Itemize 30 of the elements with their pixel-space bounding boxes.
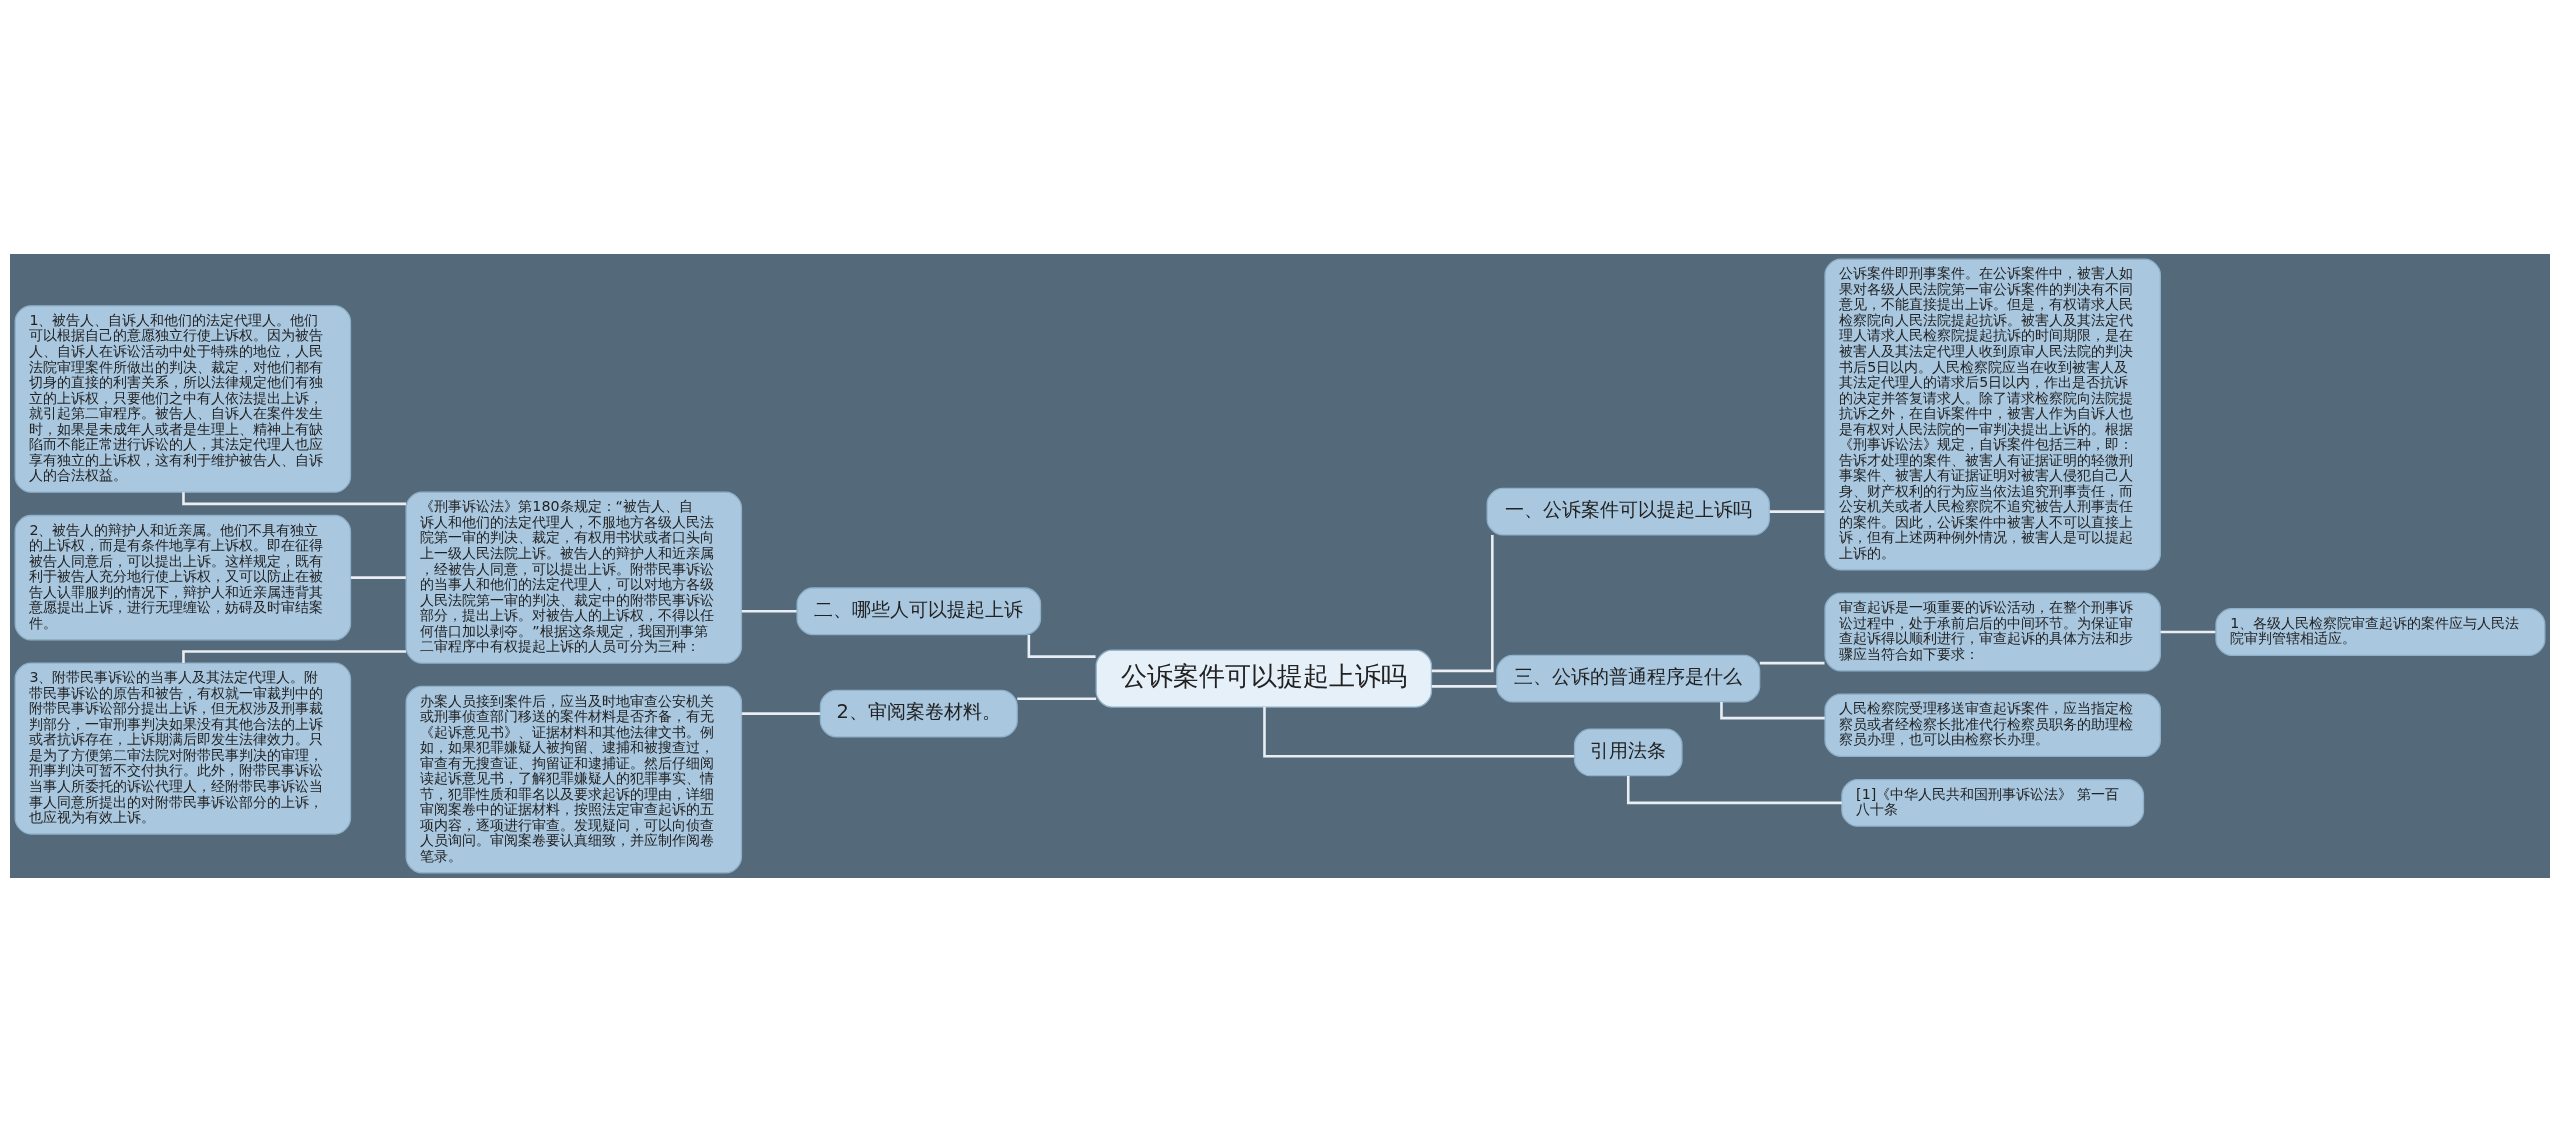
connector <box>182 491 406 505</box>
connector <box>1431 684 1497 688</box>
node-box: 公诉案件即刑事案件。在公诉案件中，被害人如果对各级人民法院第一审公诉案件的判决有不同意见，不能直接提出上诉。但是，有权请求人民检察院向人民法院提起抗诉。被害人及其法定代理人请求人民检察院提起抗诉的时间期限，是在被害人及其法定代理人收到原审人民法院的判决书后5日以内。人民检察院应当在收到被害人及其法定代理人的请求后5日以内，作出是否抗诉的决定并答复请求人。除了请求检察院向法院提抗诉之外，在自诉案件中，被害人作为自诉人也是有权对人民法院的一审判决提出上诉的。根据《刑事诉讼法》规定，自诉案件包括三种，即：告诉才处理的案件、被害人有证据证明的轻微刑事案件、被害人有证据证明对被害人侵犯自己人身、财产权利的行为应当依法追究刑事责任，而公安机关或者人民检察院不追究被告人刑事责任的案件。因此，公诉案件中被害人不可以直接上诉，但有上述两种例外情况，被害人是可以提起上诉的。 <box>1824 258 2161 571</box>
connector <box>1431 534 1494 672</box>
node-box: 一、公诉案件可以提起上诉吗 <box>1486 487 1770 536</box>
node-box: 2、被告人的辩护人和近亲属。他们不具有独立的上诉权，而是有条件地享有上诉权。即在征得被告人同意后，可以提出上诉。这样规定，既有利于被告人充分地行使上诉权，又可以防止在被告人认罪服判的情况下，辩护人和近亲属违背其意愿提出上诉，进行无理缠讼，妨碍及时审结案件。 <box>14 514 352 640</box>
connector <box>2160 630 2216 633</box>
node-box: 引用法条 <box>1573 727 1683 776</box>
connector <box>741 711 821 715</box>
node-box: 审查起诉是一项重要的诉讼活动，在整个刑事诉讼过程中，处于承前启后的中间环节。为保证审查起诉得以顺利进行，审查起诉的具体方法和步骤应当符合如下要求： <box>1824 592 2161 671</box>
connector <box>182 649 406 663</box>
node-box: 人民检察院受理移送审查起诉案件，应当指定检察员或者经检察长批准代行检察员职务的助理检察员办理，也可以由检察长办理。 <box>1824 693 2161 757</box>
node-box: 办案人员接到案件后，应当及时地审查公安机关或刑事侦查部门移送的案件材料是否齐备，有无《起诉意见书》、证据材料和其他法律文书。例如，如果犯罪嫌疑人被拘留、逮捕和被搜查过，审查有无搜查证、拘留证和逮捕证。然后仔细阅读起诉意见书，了解犯罪嫌疑人的犯罪事实、情节，犯罪性质和罪名以及要求起诉的理由，详细审阅案卷中的证据材料，按照法定审查起诉的五项内容，逐项进行审查。发现疑问，可以向侦查人员询问。审阅案卷要认真细致，并应制作阅卷笔录。 <box>405 685 743 873</box>
node-box: 三、公诉的普通程序是什么 <box>1496 654 1761 703</box>
connector <box>1017 696 1097 700</box>
connector <box>1027 634 1096 658</box>
node-box: 二、哪些人可以提起上诉 <box>796 586 1042 635</box>
node-box: 1、被告人、自诉人和他们的法定代理人。他们可以根据自己的意愿独立行使上诉权。因为被告人、自诉人在诉讼活动中处于特殊的地位，人民法院审理案件所做出的判决、裁定，对他们都有切身的直接的利害关系，所以法律规定他们有独立的上诉权，只要他们之中有人依法提出上诉，就引起第二审程序。被告人、自诉人在案件发生时，如果是未成年人或者是生理上、精神上有缺陷而不能正常进行诉讼的人，其法定代理人也应享有独立的上诉权，这有利于维护被告人、自诉人的合法权益。 <box>14 304 352 493</box>
connector <box>741 609 797 613</box>
connector <box>1769 509 1825 513</box>
connector <box>1263 706 1575 758</box>
node-box: 2、审阅案卷材料。 <box>819 689 1018 738</box>
node-box: 3、附带民事诉讼的当事人及其法定代理人。附带民事诉讼的原告和被告，有权就一审裁判中的附带民事诉讼部分提出上诉，但无权涉及刑事裁判部分，一审刑事判决如果没有其他合法的上诉或者抗诉存在，上诉期满后即发生法律效力。只是为了方便第二审法院对附带民事判决的审理，刑事判决可暂不交付执行。此外，附带民事诉讼当事人所委托的诉讼代理人，经附带民事诉讼当事人同意所提出的对附带民事诉讼部分的上诉，也应视为有效上诉。 <box>14 661 352 835</box>
node-box: [1]《中华人民共和国刑事诉讼法》 第一百八十条 <box>1841 778 2145 827</box>
connector <box>1720 701 1825 719</box>
node-box: 公诉案件可以提起上诉吗 <box>1095 649 1433 708</box>
connector <box>350 575 406 579</box>
node-box: 《刑事诉讼法》第180条规定：“被告人、自诉人和他们的法定代理人，不服地方各级人民法院第一审的判决、裁定，有权用书状或者口头向上一级人民法院上诉。被告人的辩护人和近亲属，经被告人同意，可以提出上诉。附带民事诉讼的当事人和他们的法定代理人，可以对地方各级人民法院第一审的判决、裁定中的附带民事诉讼部分，提出上诉。对被告人的上诉权，不得以任何借口加以剥夺。”根据这条规定，我国刑事第二审程序中有权提起上诉的人员可分为三种： <box>405 491 743 664</box>
node-box: 1、各级人民检察院审查起诉的案件应与人民法院审判管辖相适应。 <box>2215 607 2546 656</box>
connector <box>1759 661 1825 664</box>
